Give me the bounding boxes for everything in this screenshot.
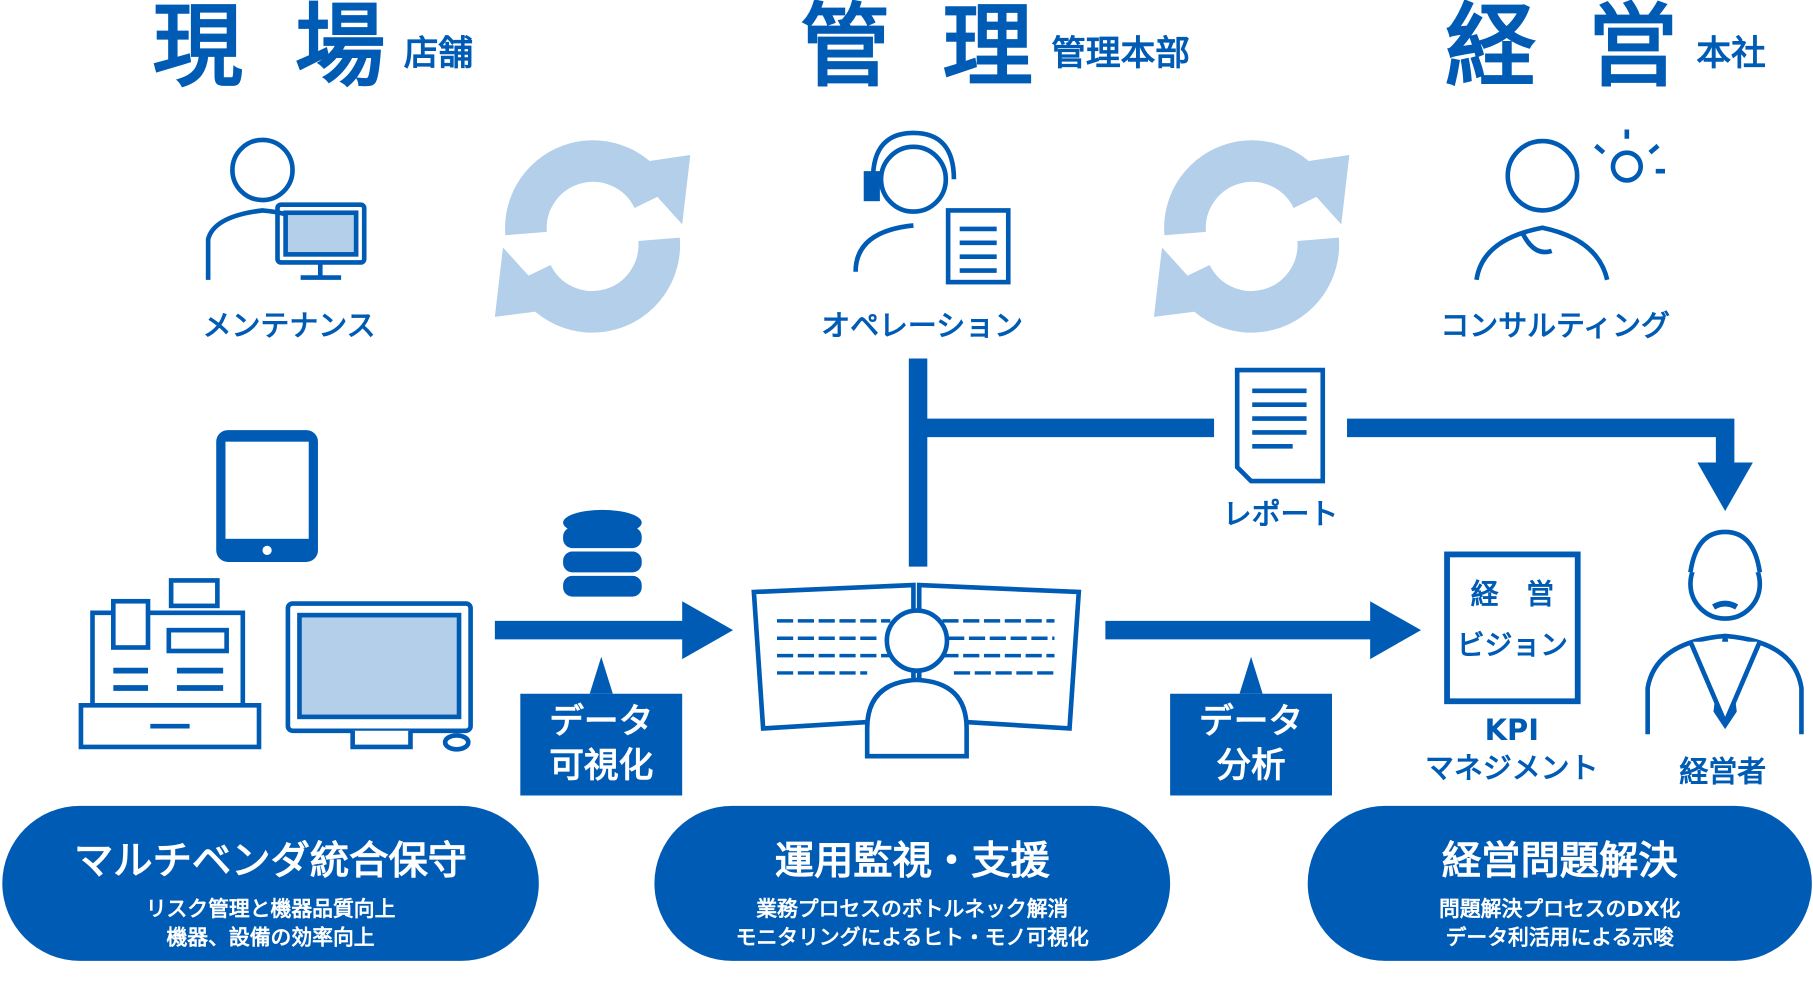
vision-line: ビジョン — [1456, 629, 1568, 662]
management-vision-board: 経 営ビジョン — [1444, 551, 1581, 705]
consultant-thinking-icon — [1474, 129, 1665, 281]
executive-icon — [1645, 529, 1804, 735]
title-kanri: 管 理 — [800, 0, 1033, 100]
report-document-icon — [1234, 367, 1326, 484]
role-maintenance: メンテナンス — [202, 308, 376, 343]
tag-line: データ — [1199, 701, 1304, 743]
title-keiei: 経 営 — [1445, 0, 1678, 100]
header-kanri: 管 理 管理本部 — [800, 2, 1190, 92]
tag-line: データ — [549, 701, 654, 743]
role-consulting: コンサルティング — [1440, 308, 1670, 343]
maintenance-person-icon — [205, 137, 367, 280]
header-genba: 現 場 店舗 — [153, 2, 473, 92]
tag-line: 分析 — [1216, 745, 1286, 787]
pill-multivendor-maintenance: マルチベンダ統合保守 リスク管理と機器品質向上 機器、設備の効率向上 — [2, 805, 539, 961]
pill-title: 経営問題解決 — [1441, 838, 1678, 885]
cycle-arrows-icon — [494, 140, 691, 333]
subtitle-head-office: 本社 — [1696, 33, 1766, 74]
subtitle-store: 店舗 — [403, 33, 474, 74]
tag-line: 可視化 — [549, 745, 654, 787]
kpi-management-label: KPI マネジメント — [1405, 711, 1619, 787]
executive-label: 経営者 — [1679, 755, 1767, 789]
pill-line: 業務プロセスのボトルネック解消 — [756, 897, 1069, 922]
tablet-icon — [216, 430, 318, 562]
report-label: レポート — [1222, 497, 1339, 531]
pill-title: マルチベンダ統合保守 — [74, 838, 468, 885]
pill-title: 運用監視・支援 — [774, 838, 1050, 885]
pill-line: データ利活用による示唆 — [1445, 926, 1674, 951]
pill-line: 問題解決プロセスのDX化 — [1439, 897, 1681, 922]
operator-headset-icon — [853, 130, 1011, 285]
pill-line: リスク管理と機器品質向上 — [145, 897, 396, 922]
monitoring-operator-icon — [751, 582, 1082, 759]
data-analysis-tag: データ分析 — [1170, 656, 1332, 796]
cycle-arrows-icon — [1153, 140, 1350, 333]
kpi-line: マネジメント — [1425, 751, 1599, 786]
pill-management-problem-solving: 経営問題解決 問題解決プロセスのDX化 データ利活用による示唆 — [1307, 805, 1812, 961]
title-genba: 現 場 — [152, 0, 386, 100]
subtitle-hq: 管理本部 — [1051, 33, 1190, 74]
pc-monitor-icon — [285, 601, 473, 752]
header-keiei: 経 営 本社 — [1445, 2, 1765, 92]
pill-line: 機器、設備の効率向上 — [166, 926, 375, 951]
cash-register-icon — [78, 578, 262, 750]
database-icon — [563, 509, 642, 597]
role-operation: オペレーション — [821, 308, 1023, 343]
pill-line: モニタリングによるヒト・モノ可視化 — [735, 926, 1089, 951]
pill-operation-monitoring: 運用監視・支援 業務プロセスのボトルネック解消 モニタリングによるヒト・モノ可視… — [654, 805, 1171, 961]
vision-line: 経 営 — [1470, 578, 1554, 611]
kpi-line: KPI — [1484, 713, 1539, 747]
data-visualization-tag: データ可視化 — [520, 656, 683, 796]
